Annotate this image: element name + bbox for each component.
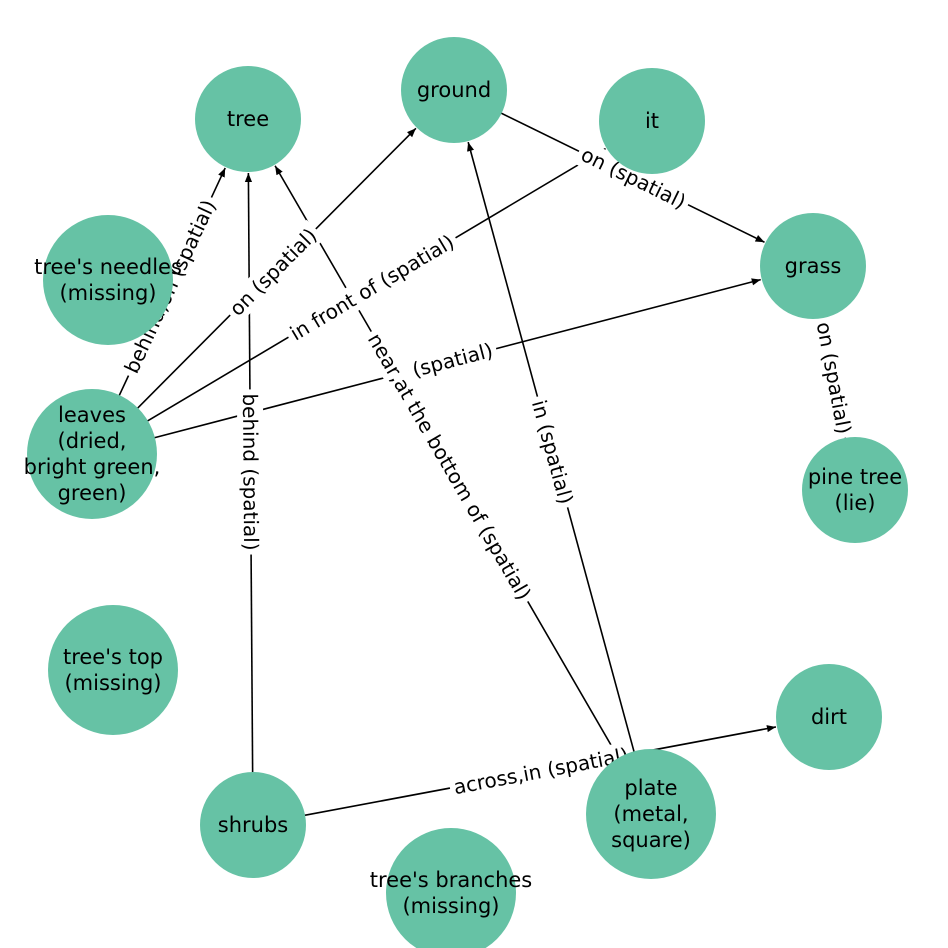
- nodes-layer: tree ground it grass tree's needles(missing)…: [24, 37, 908, 948]
- node-circle[interactable]: [27, 389, 157, 519]
- edge-label-group: in (spatial): [524, 393, 581, 511]
- node-circle[interactable]: [48, 605, 178, 735]
- edge-label-background: [220, 219, 326, 325]
- node-circle[interactable]: [599, 68, 705, 174]
- edge-label-group: behind (spatial): [236, 389, 265, 555]
- node-circle[interactable]: [586, 749, 716, 879]
- node-label: plate(metal,square): [611, 776, 691, 852]
- edge-label-background: [360, 325, 539, 608]
- edge-label-group: (spatial): [405, 336, 500, 384]
- node-circle[interactable]: [195, 66, 301, 172]
- edge-label: (spatial): [410, 338, 496, 382]
- node-circle[interactable]: [401, 37, 507, 143]
- node-label: tree's needles(missing): [34, 255, 182, 305]
- node-label: grass: [785, 254, 842, 278]
- node-ground[interactable]: ground: [401, 37, 507, 143]
- edge-label: behind (spatial): [238, 393, 263, 550]
- edge-label-background: [810, 315, 858, 441]
- node-circle[interactable]: [43, 215, 173, 345]
- edge-label-group: on (spatial): [810, 315, 858, 441]
- node-grass[interactable]: grass: [760, 213, 866, 319]
- node-plate[interactable]: plate(metal,square): [586, 749, 716, 879]
- edge-label-group: on (spatial): [220, 219, 326, 325]
- edge-label-background: [524, 393, 581, 511]
- node-label: it: [645, 109, 659, 133]
- node-it[interactable]: it: [599, 68, 705, 174]
- node-top[interactable]: tree's top(missing): [48, 605, 178, 735]
- edges-layer: [115, 110, 847, 817]
- node-circle[interactable]: [760, 213, 866, 319]
- node-dirt[interactable]: dirt: [776, 664, 882, 770]
- edge-label-background: [405, 336, 500, 384]
- node-shrubs[interactable]: shrubs: [200, 772, 306, 878]
- edge-label-background: [573, 139, 694, 217]
- node-label: pine tree(lie): [808, 465, 902, 515]
- edge-label: on (spatial): [812, 320, 856, 436]
- node-leaves[interactable]: leaves(dried,bright green,green): [24, 389, 161, 519]
- node-pine[interactable]: pine tree(lie): [802, 437, 908, 543]
- node-tree[interactable]: tree: [195, 66, 301, 172]
- node-label: tree's top(missing): [63, 645, 163, 695]
- edge-label-background: [281, 226, 463, 349]
- node-branches[interactable]: tree's branches(missing): [370, 828, 533, 948]
- node-circle[interactable]: [386, 828, 516, 948]
- edge-label-background: [447, 741, 635, 801]
- edge-label-background: [236, 389, 265, 555]
- node-label: shrubs: [218, 813, 288, 837]
- node-label: ground: [417, 78, 491, 102]
- node-circle[interactable]: [802, 437, 908, 543]
- edge-labels-layer: behind,on (spatial)on (spatial)in front …: [116, 139, 858, 801]
- node-circle[interactable]: [200, 772, 306, 878]
- node-label: leaves(dried,bright green,green): [24, 403, 161, 505]
- node-label: tree's branches(missing): [370, 868, 533, 918]
- node-label: dirt: [811, 705, 847, 729]
- edge-label: on (spatial): [224, 223, 321, 320]
- node-label: tree: [227, 107, 269, 131]
- edge-label: in (spatial): [527, 397, 578, 506]
- node-circle[interactable]: [776, 664, 882, 770]
- node-needles[interactable]: tree's needles(missing): [34, 215, 182, 345]
